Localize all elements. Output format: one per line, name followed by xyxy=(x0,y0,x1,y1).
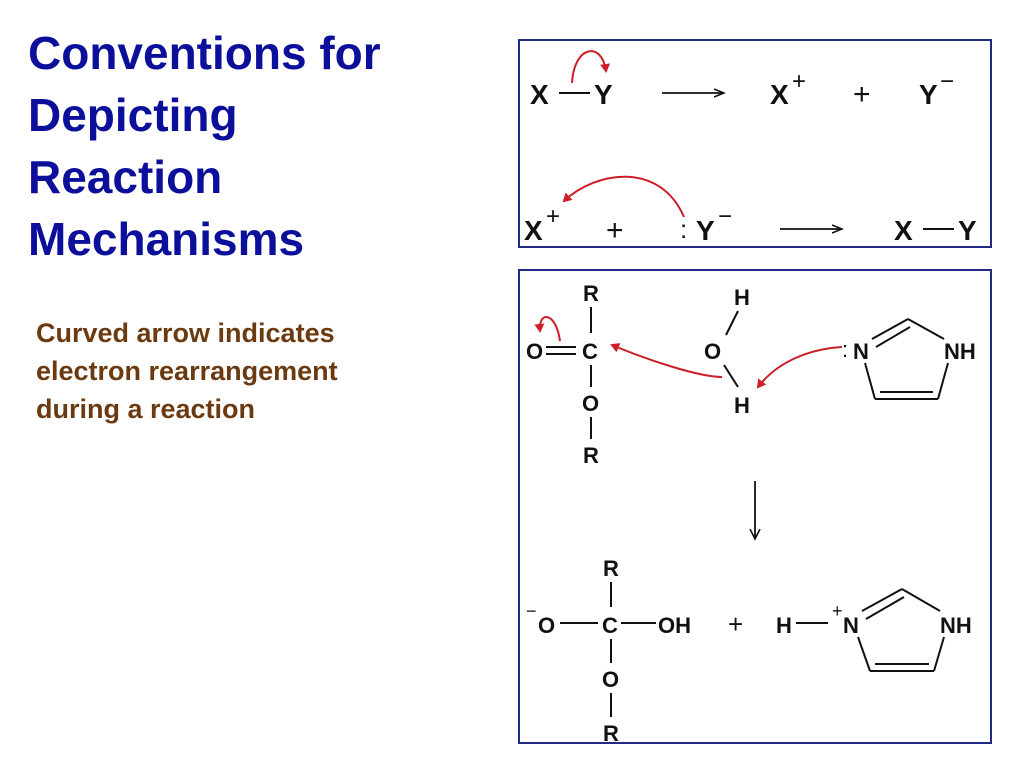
atom-y: Y xyxy=(958,215,977,246)
plus-charge: + xyxy=(832,601,843,621)
water-molecule: H O H xyxy=(610,285,750,418)
bond xyxy=(937,362,949,400)
atom-o: O xyxy=(582,391,599,416)
bond xyxy=(901,588,941,612)
imidazole-molecule: : N NH xyxy=(756,318,976,400)
imidazolium-molecule: H + N NH xyxy=(776,588,972,672)
curved-arrow xyxy=(756,346,843,389)
title-line: Mechanisms xyxy=(28,213,305,265)
title-line: Reaction xyxy=(28,151,223,203)
atom-nh: NH xyxy=(944,339,976,364)
atom-r: R xyxy=(583,443,599,468)
subtitle-line: electron rearrangement xyxy=(36,356,338,386)
heterolytic-cleavage-reaction: X Y X + + Y − xyxy=(530,50,954,111)
atom-r: R xyxy=(603,556,619,581)
minus-charge: − xyxy=(526,601,537,621)
cation-x: X xyxy=(524,215,543,246)
atom-r: R xyxy=(603,721,619,742)
atom-y: Y xyxy=(594,79,613,110)
title-line: Conventions for xyxy=(28,27,381,79)
atom-h: H xyxy=(734,393,750,418)
panel2-diagram: R O C O R H O H xyxy=(526,281,976,742)
cation-x: X xyxy=(770,79,789,110)
atom-h: H xyxy=(734,285,750,310)
bond xyxy=(725,310,739,336)
slide-subtitle: Curved arrow indicates electron rearrang… xyxy=(36,314,456,428)
atom-n: N xyxy=(853,339,869,364)
bond-cleavage-formation-panel: X Y X + + Y − X + + : Y − X xyxy=(518,39,992,248)
atom-x: X xyxy=(894,215,913,246)
curved-arrow xyxy=(562,175,685,218)
atom-o: O xyxy=(538,613,555,638)
atom-h: H xyxy=(776,613,792,638)
atom-r: R xyxy=(583,281,599,306)
atom-nh: NH xyxy=(940,613,972,638)
slide-title: Conventions for Depicting Reaction Mecha… xyxy=(28,22,468,270)
double-bond xyxy=(875,326,911,348)
atom-o: O xyxy=(704,339,721,364)
plus-charge: + xyxy=(546,203,560,230)
bond xyxy=(864,362,876,400)
plus-sign: + xyxy=(606,214,624,246)
atom-c: C xyxy=(582,339,598,364)
lone-pair: : xyxy=(680,214,687,244)
bond-formation-reaction: X + + : Y − X Y xyxy=(524,175,977,246)
minus-charge: − xyxy=(718,203,732,230)
atom-o: O xyxy=(526,339,543,364)
ester-molecule: R O C O R xyxy=(526,281,599,468)
curved-arrow xyxy=(610,343,723,378)
double-bond xyxy=(865,596,905,620)
atom-c: C xyxy=(602,613,618,638)
bond xyxy=(933,636,945,672)
title-line: Depicting xyxy=(28,89,238,141)
subtitle-line: Curved arrow indicates xyxy=(36,318,335,348)
hydroxyl-group: OH xyxy=(658,613,691,638)
subtitle-line: during a reaction xyxy=(36,394,256,424)
double-bond xyxy=(871,318,909,340)
plus-sign: + xyxy=(728,609,743,639)
plus-sign: + xyxy=(853,78,871,111)
lone-pair: : xyxy=(842,337,848,362)
bond xyxy=(907,318,945,340)
tetrahedral-intermediate: R − O C OH O R xyxy=(526,556,691,742)
bond xyxy=(857,636,871,672)
curved-arrow xyxy=(534,316,561,342)
bond xyxy=(723,364,739,388)
anion-y: Y xyxy=(919,79,938,110)
double-bond xyxy=(861,588,903,612)
curved-arrow xyxy=(571,50,611,84)
anion-y: Y xyxy=(696,215,715,246)
atom-o: O xyxy=(602,667,619,692)
atom-n: N xyxy=(843,613,859,638)
plus-charge: + xyxy=(792,68,806,95)
panel1-diagram: X Y X + + Y − X + + : Y − X xyxy=(524,50,977,246)
atom-x: X xyxy=(530,79,549,110)
minus-charge: − xyxy=(940,68,954,95)
ester-hydrolysis-panel: R O C O R H O H xyxy=(518,269,992,744)
